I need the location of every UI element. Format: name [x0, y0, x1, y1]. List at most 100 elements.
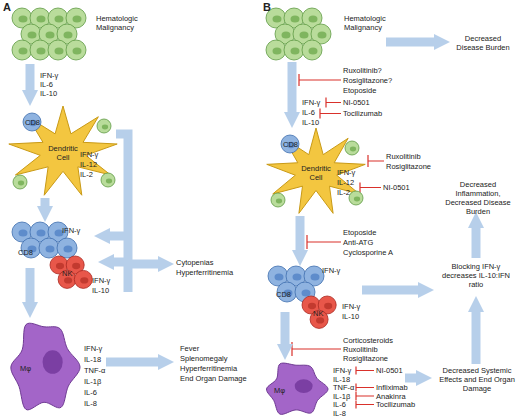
- cell-nucleus: [18, 181, 24, 186]
- malignant-cell: [284, 40, 304, 60]
- cytokine-label: IL-8: [84, 399, 97, 408]
- nk-cells: NK: [50, 256, 94, 292]
- inhibitor-line: [360, 183, 381, 193]
- cell-label: NK: [62, 269, 72, 278]
- cytokine-label: IFN-γ: [333, 366, 351, 375]
- drug-label: Anakinra: [376, 392, 406, 401]
- dendritic-cell-drawing: [9, 106, 117, 195]
- drug-label: NI-0501: [343, 98, 370, 107]
- dendritic-cell: Dendritic Cell: [8, 106, 118, 198]
- drug-label: Rosiglitazone: [343, 354, 388, 363]
- drug-label: Tocilizumab: [376, 400, 415, 409]
- cytokine-label: IL-1β: [333, 392, 350, 401]
- drug-label: Etoposide: [343, 86, 376, 95]
- inhibitor-line: [292, 342, 341, 356]
- cytokine-label: IL-10: [40, 89, 57, 98]
- cell-nucleus: [19, 48, 28, 55]
- malignant-cell: [345, 141, 359, 155]
- outcome-label: Blocking IFN-γ decreases IL-10:IFN ratio: [434, 262, 518, 289]
- inhibitor-line: [320, 109, 341, 119]
- outcome-label: Decreased Inflammation, Decreased Diseas…: [438, 180, 518, 216]
- block-arrow: [386, 38, 434, 47]
- cytokine-label: TNF-α: [333, 383, 354, 392]
- panel-letter: B: [263, 1, 271, 14]
- cell-nucleus: [324, 303, 332, 309]
- macrophage-drawing: [267, 363, 328, 414]
- cell-nucleus: [64, 246, 73, 253]
- nk-cells: NK: [302, 296, 342, 332]
- nk-cell: [74, 270, 92, 288]
- cell-label: Mφ: [20, 364, 31, 373]
- cytokine-label: IL-2: [337, 188, 350, 197]
- inhibitor-line: [307, 235, 341, 249]
- cell-nucleus: [102, 125, 108, 130]
- drug-label: NI-0501: [376, 366, 403, 375]
- block-arrow: [472, 312, 481, 364]
- outcome-label: Hyperferritinemia: [176, 268, 233, 277]
- drug-label: Ruxolitinib: [386, 152, 421, 161]
- cytokine-label: IL-6: [333, 400, 346, 409]
- inhibitor-line: [368, 155, 384, 167]
- cell-nucleus: [46, 246, 55, 253]
- malignant-cell: [266, 40, 286, 60]
- block-arrow: [114, 258, 128, 267]
- flow-arrow: [26, 268, 35, 302]
- cell-label: Mφ: [274, 386, 285, 395]
- cytokine-label: IFN-γ: [92, 276, 110, 285]
- cell-nucleus: [291, 48, 300, 55]
- malignant-cell-cluster: Hematologic Malignancy: [12, 8, 90, 64]
- malignant-cell: [97, 119, 111, 133]
- macrophage-shape: [8, 318, 80, 416]
- cytokine-label: IFN-γ: [84, 344, 102, 353]
- cell-nucleus: [64, 277, 72, 283]
- block-arrow: [405, 374, 416, 383]
- block-arrow: [472, 228, 481, 258]
- malignant-cell: [48, 40, 68, 60]
- inhibitor-line: [356, 392, 374, 400]
- cytokine-label: IFN-γ: [342, 302, 360, 311]
- cell-nucleus: [73, 48, 82, 55]
- cytokine-label: TNF-α: [84, 366, 105, 375]
- macrophage-nucleus: [295, 379, 313, 393]
- cytokine-label: IL-6: [302, 108, 315, 117]
- block-arrow: [110, 232, 128, 241]
- cell-nucleus: [19, 230, 28, 237]
- t-cell: [23, 113, 41, 131]
- outcome-label: Fever: [180, 344, 199, 353]
- cell-nucleus: [276, 199, 282, 204]
- macrophage-body: [267, 363, 328, 414]
- outcome-label: Decreased Systemic Effects and End Organ…: [436, 366, 518, 393]
- cell-nucleus: [46, 32, 55, 39]
- cell-label: Hematologic Malignancy: [344, 14, 398, 32]
- cell-nucleus: [316, 317, 324, 323]
- cell-nucleus: [64, 32, 73, 39]
- drug-label: Tocilizumab: [343, 109, 382, 118]
- inhibitor-line: [356, 384, 374, 392]
- cell-nucleus: [282, 32, 291, 39]
- cell-nucleus: [354, 197, 360, 202]
- cytokine-label: IL-2: [80, 170, 93, 179]
- macrophage: Mφ: [8, 318, 80, 416]
- malignant-cell: [12, 40, 32, 60]
- outcome-label: Splenomegaly: [180, 354, 228, 363]
- cell-nucleus: [55, 16, 64, 23]
- inhibitor-line: [299, 74, 341, 86]
- cytokine-label: IL-12: [80, 160, 97, 169]
- cytokine-label: IL-10: [342, 312, 359, 321]
- flow-arrow: [296, 216, 305, 250]
- cytokine-label: IFN-γ: [80, 150, 98, 159]
- cytokine-label: IL-12: [337, 178, 354, 187]
- t-cell: [39, 238, 59, 258]
- cytokine-label: IL-18: [84, 355, 101, 364]
- cell-nucleus: [72, 263, 80, 269]
- cell-nucleus: [350, 147, 356, 152]
- nk-cells-drawing: [302, 296, 336, 328]
- drug-label: Infliximab: [376, 383, 408, 392]
- cell-nucleus: [308, 303, 316, 309]
- drug-label: Corticosteroids: [343, 336, 393, 345]
- drug-label: Cyclosporine A: [343, 248, 393, 257]
- cell-nucleus: [37, 16, 46, 23]
- malignant-cell-cluster: Hematologic Malignancy: [266, 8, 338, 62]
